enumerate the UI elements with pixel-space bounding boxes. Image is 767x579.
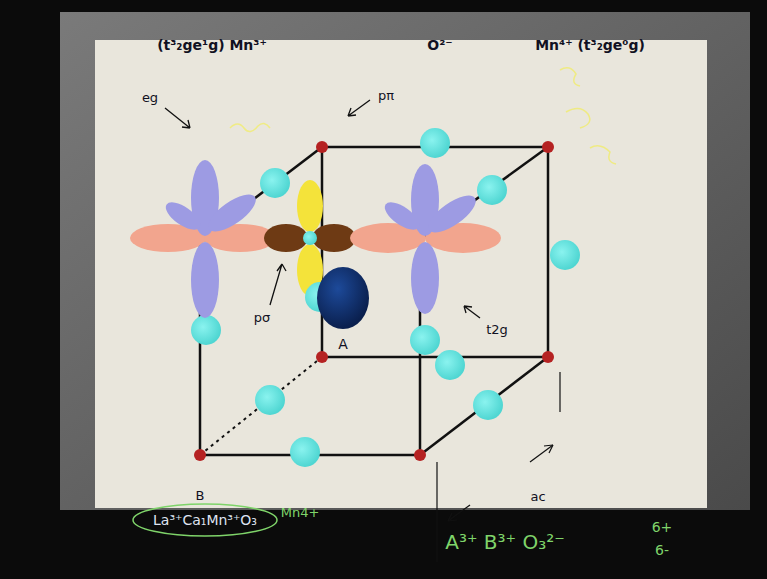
dimension-label: ac	[530, 490, 545, 504]
handwritten-note: 6+	[652, 520, 673, 535]
orbital-label: t2g	[486, 323, 508, 337]
orbital-label: pπ	[378, 89, 394, 103]
handwritten-note: Mn4+	[281, 506, 320, 520]
handwritten-note: 6-	[655, 543, 669, 558]
orbital-label: eg	[142, 91, 158, 105]
orbital-config: Mn⁴⁺ (t³₂ge⁰g)	[535, 38, 645, 53]
site-label: A	[338, 337, 348, 352]
orbital-label: pσ	[254, 311, 271, 325]
handwritten-note: A³⁺ B³⁺ O₃²⁻	[445, 531, 565, 553]
ion-label: O²⁻	[427, 38, 452, 53]
formula-label: La³⁺Ca₁Mn³⁺O₃	[153, 513, 257, 528]
site-label: B	[196, 489, 205, 503]
orbital-config: (t³₂ge¹g) Mn³⁺	[157, 38, 267, 53]
